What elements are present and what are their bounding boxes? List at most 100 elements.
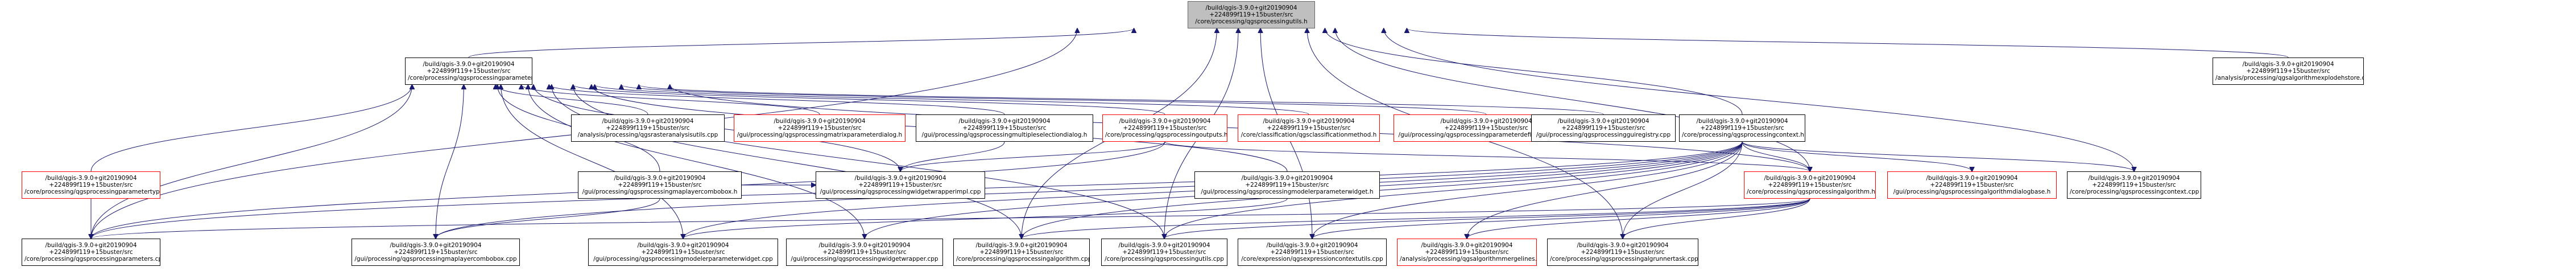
node-qgsalgorithmmergelines-h[interactable]: /build/qgis-3.9.0+git20190904 +224899f11… bbox=[1397, 239, 1537, 266]
node-label-line: /gui/processing/qgsprocessingmaplayercom… bbox=[354, 256, 517, 263]
node-label-line: /build/qgis-3.9.0+git20190904 bbox=[1557, 117, 1649, 125]
edge-multipleselectiondialog-to-wrapperimpl bbox=[900, 141, 1005, 171]
edge-algorithm_h-to-expressioncontextutils bbox=[1312, 198, 1810, 239]
edge-context_h-to-maplayercombobox_cpp bbox=[436, 141, 1743, 239]
node-label-line: /core/processing/qgsprocessingutils.h bbox=[1195, 18, 1308, 26]
node-label-line: +224899f119+15buster/src bbox=[1700, 124, 1784, 132]
edge-widgetwrapper_cpp-to-parameters_h bbox=[528, 85, 865, 239]
node-qgsprocessingoutputs-h[interactable]: /build/qgis-3.9.0+git20190904 +224899f11… bbox=[1102, 114, 1227, 142]
node-qgsprocessingcontext-cpp[interactable]: /build/qgis-3.9.0+git20190904 +224899f11… bbox=[2067, 171, 2201, 199]
edge-parametertype-to-parameters_h bbox=[90, 85, 412, 172]
node-qgsprocessingutils-cpp[interactable]: /build/qgis-3.9.0+git20190904 +224899f11… bbox=[1101, 239, 1227, 266]
node-label-line: +224899f119+15buster/src bbox=[641, 248, 725, 256]
node-label-line: +224899f119+15buster/src bbox=[606, 124, 690, 132]
edge-algorithm_h-to-parameters_cpp bbox=[91, 198, 1810, 239]
node-label-line: /build/qgis-3.9.0+git20190904 bbox=[958, 117, 1051, 125]
node-label-line: /build/qgis-3.9.0+git20190904 bbox=[2088, 174, 2180, 182]
edge-maplayercombobox_cpp-to-parameters_h bbox=[435, 85, 464, 239]
node-label-line: +224899f119+15buster/src bbox=[1768, 181, 1852, 188]
edge-context_h-to-algorithm_cpp bbox=[1022, 141, 1743, 239]
node-qgsexpressioncontextutils-cpp[interactable]: /build/qgis-3.9.0+git20190904 +224899f11… bbox=[1238, 239, 1387, 266]
node-label-line: /core/processing/qgsprocessingparametert… bbox=[24, 188, 160, 196]
node-label-line: /build/qgis-3.9.0+git20190904 bbox=[854, 174, 946, 182]
node-label-line: +224899f119+15buster/src bbox=[49, 181, 133, 188]
node-label-line: /build/qgis-3.9.0+git20190904 bbox=[1263, 117, 1355, 125]
edge-context_h-to-expressioncontextutils bbox=[1312, 141, 1743, 239]
node-label-line: +224899f119+15buster/src bbox=[1122, 248, 1206, 256]
node-qgsprocessingparameters-h[interactable]: /build/qgis-3.9.0+git20190904 +224899f11… bbox=[405, 58, 532, 85]
node-label-line: /gui/processing/qgsprocessingmultiplesel… bbox=[921, 132, 1088, 139]
edge-parameters_h-to-root bbox=[468, 28, 1134, 58]
node-label-line: +224899f119+15buster/src bbox=[822, 248, 907, 256]
node-label-line: +224899f119+15buster/src bbox=[394, 248, 478, 256]
node-label-line: /build/qgis-3.9.0+git20190904 bbox=[1119, 117, 1211, 125]
node-label-line: /build/qgis-3.9.0+git20190904 bbox=[45, 241, 137, 249]
node-qgsprocessingalgorithmdialogbase-h[interactable]: /build/qgis-3.9.0+git20190904 +224899f11… bbox=[1887, 171, 2057, 199]
node-qgsrasteranalysisutils-cpp[interactable]: /build/qgis-3.9.0+git20190904 +224899f11… bbox=[571, 114, 725, 142]
node-qgsprocessingmultipleselectiondialog-h[interactable]: /build/qgis-3.9.0+git20190904 +224899f11… bbox=[916, 114, 1093, 142]
edge-algorithm_h-to-utils_cpp bbox=[1164, 198, 1810, 239]
node-qgsprocessingmodelerparameterwidget-h[interactable]: /build/qgis-3.9.0+git20190904 +224899f11… bbox=[1194, 171, 1380, 199]
node-label-line: /build/qgis-3.9.0+git20190904 bbox=[1764, 174, 1856, 182]
node-label-line: +224899f119+15buster/src bbox=[2246, 67, 2330, 75]
edge-algorithm_h-to-algorithm_cpp bbox=[1022, 198, 1810, 239]
node-label-line: /core/processing/qgsprocessingcontext.cp… bbox=[2070, 188, 2199, 196]
node-qgsprocessingwidgetwrapper-cpp[interactable]: /build/qgis-3.9.0+git20190904 +224899f11… bbox=[786, 239, 943, 266]
node-label-line: /core/processing/qgsprocessingalgorithm.… bbox=[1747, 188, 1875, 196]
node-label-line: /core/processing/qgsprocessingalgorithm.… bbox=[956, 256, 1090, 263]
edge-algorithm_cpp-to-parameters_h bbox=[552, 85, 1022, 239]
node-qgsclassificationmethod-h[interactable]: /build/qgis-3.9.0+git20190904 +224899f11… bbox=[1238, 114, 1380, 142]
edge-outputs_h-to-algorithm_h bbox=[1164, 141, 1810, 171]
node-qgsprocessingmatrixparameterdialog-h[interactable]: /build/qgis-3.9.0+git20190904 +224899f11… bbox=[734, 114, 905, 142]
edge-context_h-to-root bbox=[1325, 28, 1743, 115]
node-label-line: +224899f119+15buster/src bbox=[1581, 248, 1665, 256]
node-label-line: +224899f119+15buster/src bbox=[1123, 124, 1207, 132]
node-label-line: +224899f119+15buster/src bbox=[1267, 124, 1351, 132]
node-label-line: /core/processing/qgsprocessingparameters… bbox=[408, 75, 532, 82]
node-label-line: /gui/processing/qgsprocessingmatrixparam… bbox=[737, 132, 903, 139]
edge-algorithm_h-to-mergelines bbox=[1467, 198, 1810, 239]
node-qgsprocessingmaplayercombobox-h[interactable]: /build/qgis-3.9.0+git20190904 +224899f11… bbox=[578, 171, 742, 199]
edge-matrixparameterdialog-to-parameters_h bbox=[522, 85, 820, 115]
node-qgsprocessingcontext-h[interactable]: /build/qgis-3.9.0+git20190904 +224899f11… bbox=[1679, 114, 1805, 142]
node-label-line: /build/qgis-3.9.0+git20190904 bbox=[1577, 241, 1669, 249]
node-label-line: /core/classification/qgsclassificationme… bbox=[1241, 132, 1377, 139]
node-qgsalgorithmexplodehstore-cpp[interactable]: /build/qgis-3.9.0+git20190904 +224899f11… bbox=[2213, 58, 2364, 85]
node-label-line: /build/qgis-3.9.0+git20190904 bbox=[602, 117, 694, 125]
node-qgsprocessingalgrunnertask-cpp[interactable]: /build/qgis-3.9.0+git20190904 +224899f11… bbox=[1547, 239, 1698, 266]
node-qgsprocessingwidgetwrapperimpl-cpp[interactable]: /build/qgis-3.9.0+git20190904 +224899f11… bbox=[816, 171, 985, 199]
node-label-line: +224899f119+15buster/src bbox=[1209, 11, 1293, 18]
edge-classificationmethod-to-parameters_h bbox=[595, 85, 1309, 115]
node-qgsprocessingparametertype-h[interactable]: /build/qgis-3.9.0+git20190904 +224899f11… bbox=[22, 171, 160, 199]
node-label-line: /analysis/processing/qgsrasteranalysisut… bbox=[577, 132, 718, 139]
node-label-line: /analysis/processing/qgsalgorithmexplode… bbox=[2215, 75, 2364, 82]
edge-explodehstore-to-root bbox=[1407, 28, 2289, 58]
node-label-line: /gui/processing/qgsprocessingalgorithmdi… bbox=[1893, 188, 2051, 196]
node-label-line: /build/qgis-3.9.0+git20190904 bbox=[423, 60, 515, 68]
node-label-line: /build/qgis-3.9.0+git20190904 bbox=[1421, 241, 1513, 249]
node-label-line: /core/processing/qgsprocessingalgrunnert… bbox=[1550, 256, 1698, 263]
node-qgsprocessingalgorithm-h[interactable]: /build/qgis-3.9.0+git20190904 +224899f11… bbox=[1744, 171, 1876, 199]
node-label-line: /gui/processing/qgsprocessingguiregistry… bbox=[1536, 132, 1671, 139]
node-qgsprocessingmodelerparameterwidget-cpp[interactable]: /build/qgis-3.9.0+git20190904 +224899f11… bbox=[588, 239, 778, 266]
edge-parameters_cpp-to-parameters_h bbox=[90, 85, 412, 239]
node-label-line: +224899f119+15buster/src bbox=[1245, 181, 1329, 188]
node-qgsprocessingalgorithm-cpp[interactable]: /build/qgis-3.9.0+git20190904 +224899f11… bbox=[953, 239, 1090, 266]
node-label-line: /build/qgis-3.9.0+git20190904 bbox=[614, 174, 706, 182]
edge-context_h-to-utils_cpp bbox=[1164, 141, 1743, 239]
edge-algorithm_h-to-algrunnertask bbox=[1623, 198, 1810, 239]
node-label-line: /build/qgis-3.9.0+git20190904 bbox=[1440, 117, 1532, 125]
node-label-line: +224899f119+15buster/src bbox=[858, 181, 942, 188]
node-label-line: +224899f119+15buster/src bbox=[1930, 181, 2014, 188]
node-label-line: /gui/processing/qgsprocessingmodelerpara… bbox=[593, 256, 773, 263]
node-label-line: +224899f119+15buster/src bbox=[1561, 124, 1645, 132]
node-label-line: /build/qgis-3.9.0+git20190904 bbox=[818, 241, 911, 249]
node-qgsprocessingparameters-cpp[interactable]: /build/qgis-3.9.0+git20190904 +224899f11… bbox=[22, 239, 160, 266]
node-qgsprocessingguiregistry-cpp[interactable]: /build/qgis-3.9.0+git20190904 +224899f11… bbox=[1531, 114, 1676, 142]
edge-context_h-to-mergelines bbox=[1467, 141, 1743, 239]
node-label-line: /core/processing/qgsprocessingutils.cpp bbox=[1105, 256, 1224, 263]
edge-multipleselectiondialog-to-parameters_h bbox=[549, 85, 1005, 115]
node-qgsprocessingmaplayercombobox-cpp[interactable]: /build/qgis-3.9.0+git20190904 +224899f11… bbox=[352, 239, 520, 266]
edge-context_h-to-algrunnertask bbox=[1623, 141, 1743, 239]
